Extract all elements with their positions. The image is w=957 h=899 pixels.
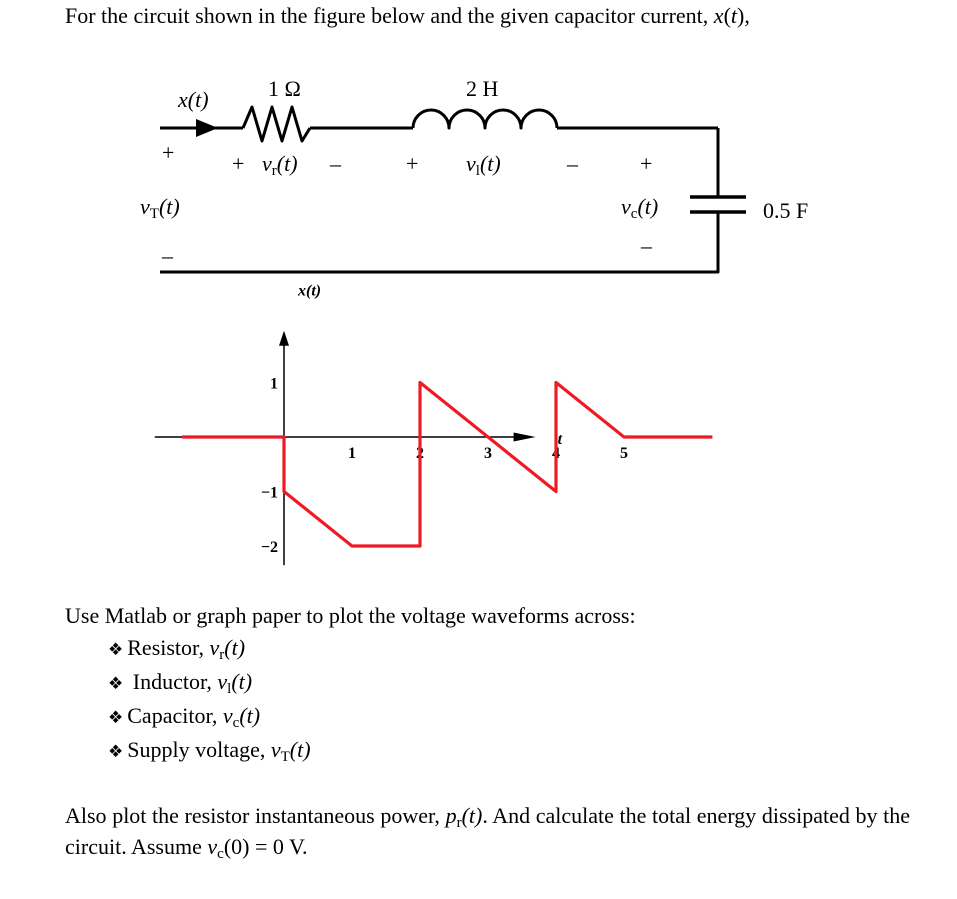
- chart-y-axis-label: x(t): [297, 282, 321, 299]
- source-voltage-label: vT(t): [140, 194, 180, 222]
- inductor-plus-sign: +: [406, 151, 418, 176]
- task-item-capacitor: ❖Capacitor, vc(t): [108, 703, 261, 731]
- task-intro: Use Matlab or graph paper to plot the vo…: [65, 603, 636, 628]
- source-plus-sign: +: [162, 140, 174, 165]
- return-wire: [160, 212, 720, 274]
- x-tick-label: 5: [620, 445, 628, 462]
- task-item-inductor: ❖ Inductor, vl(t): [108, 669, 253, 697]
- x-axis-arrow-icon: [513, 432, 536, 442]
- x-tick-label: 1: [348, 445, 356, 462]
- y-tick-label: −2: [261, 539, 278, 556]
- y-axis-arrow-icon: [279, 330, 289, 346]
- task-section: Use Matlab or graph paper to plot the vo…: [65, 600, 925, 768]
- capacitor-voltage-label: vc(t): [621, 194, 658, 222]
- intro-end: ,: [744, 3, 750, 28]
- capacitor-value-label: 0.5 F: [763, 198, 808, 223]
- resistor-voltage-label: vr(t): [262, 151, 298, 179]
- diamond-bullet-icon: ❖: [108, 742, 124, 761]
- current-arrow-icon: [196, 119, 218, 137]
- chart-x-axis-label: t: [558, 431, 563, 448]
- resistor-value-label: 1 Ω: [268, 76, 301, 101]
- current-waveform-line: [182, 380, 713, 548]
- problem-outro: Also plot the resistor instantaneous pow…: [65, 803, 911, 862]
- capacitor-minus-sign: –: [640, 233, 653, 258]
- inductor-minus-sign: –: [566, 151, 579, 176]
- capacitor-plus-sign: +: [640, 151, 652, 176]
- resistor-symbol: [241, 105, 312, 143]
- diamond-bullet-icon: ❖: [108, 640, 124, 659]
- intro-var-t: t: [730, 3, 738, 28]
- intro-var-x: x: [713, 3, 724, 28]
- task-list: ❖Resistor, vr(t) ❖ Inductor, vl(t) ❖Capa…: [65, 632, 925, 768]
- task-item-supply: ❖Supply voltage, vT(t): [108, 737, 311, 765]
- resistor-plus-sign: +: [232, 151, 244, 176]
- source-current-label: x(t): [177, 87, 209, 112]
- x-tick-label: 3: [484, 445, 492, 462]
- source-minus-sign: –: [161, 243, 174, 268]
- inductor-voltage-label: vl(t): [466, 151, 501, 179]
- inductor-value-label: 2 H: [466, 76, 499, 101]
- diamond-bullet-icon: ❖: [108, 708, 124, 727]
- diamond-bullet-icon: ❖: [108, 674, 124, 693]
- intro-text: For the circuit shown in the figure belo…: [65, 3, 714, 28]
- y-tick-label: 1: [270, 376, 278, 393]
- task-item-resistor: ❖Resistor, vr(t): [108, 635, 246, 663]
- problem-intro: For the circuit shown in the figure belo…: [65, 3, 750, 28]
- inductor-symbol: [411, 108, 559, 130]
- circuit-diagram: x(t) 1 Ω 2 H 0.5 F + vT(t) – + vr(t) – +…: [140, 76, 808, 274]
- y-tick-label: −1: [261, 485, 278, 502]
- resistor-minus-sign: –: [329, 151, 342, 176]
